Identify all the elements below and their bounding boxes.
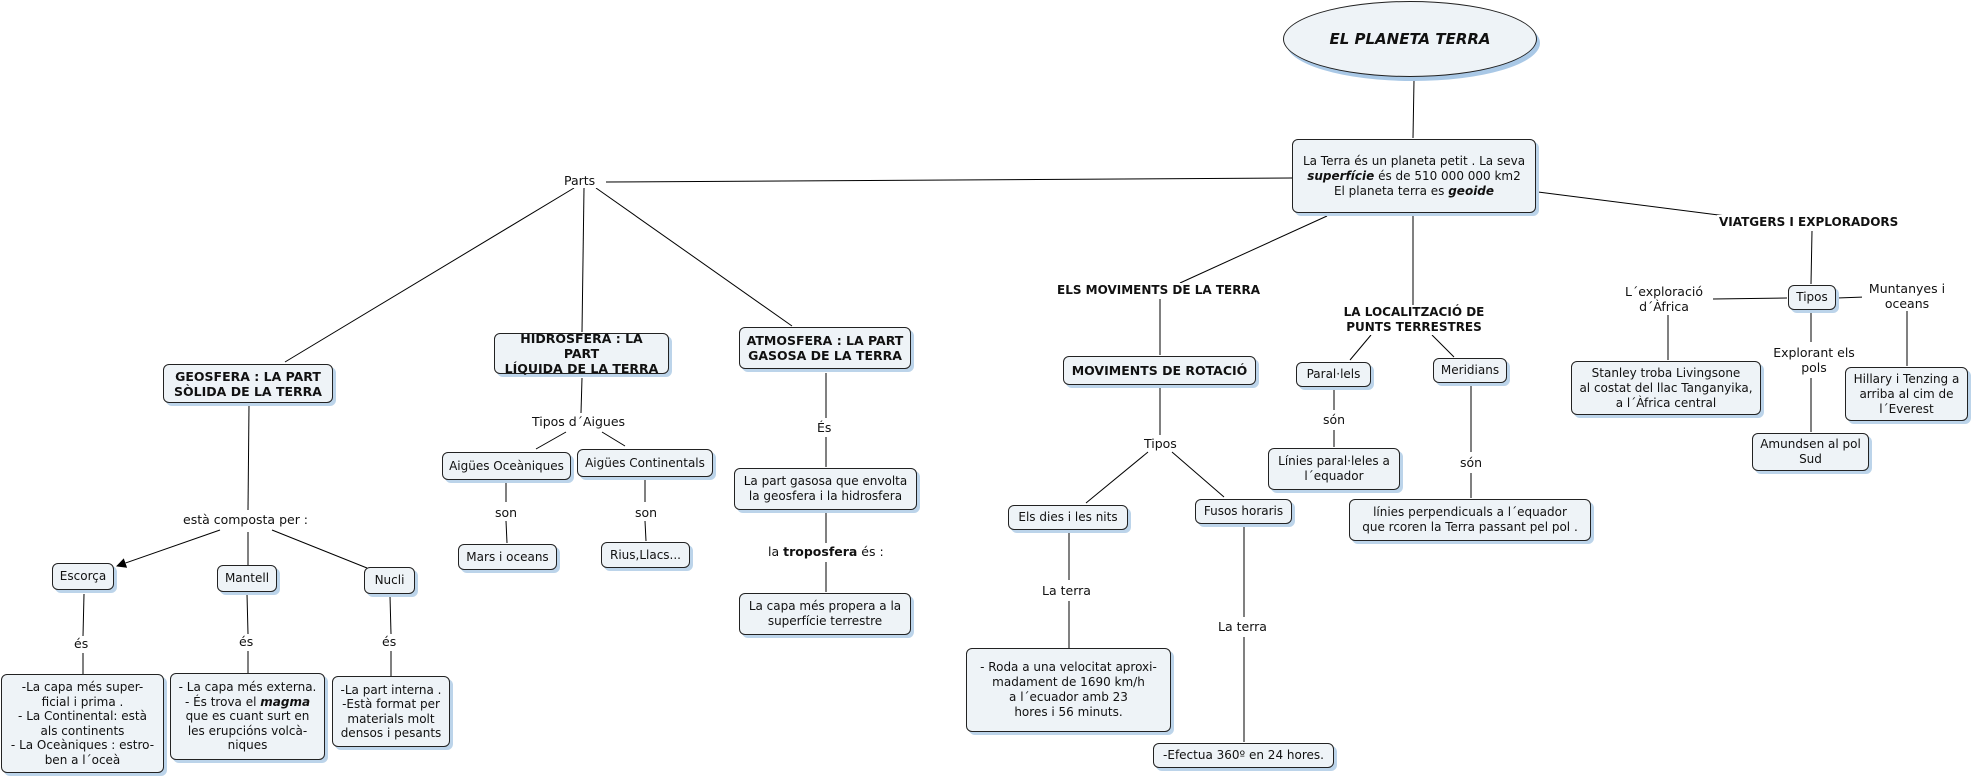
- label-viatgers: VIATGERS I EXPLORADORS: [1717, 215, 1901, 230]
- mantell-desc-magma: magma: [260, 694, 311, 709]
- node-roda[interactable]: - Roda a una velocitat aproxi- madament …: [966, 648, 1171, 732]
- node-nucli-desc[interactable]: -La part interna . -Està format per mate…: [332, 676, 450, 747]
- node-stanley[interactable]: Stanley troba Livingsone al costat del l…: [1571, 361, 1761, 415]
- node-moviments-rotacio[interactable]: MOVIMENTS DE ROTACIÓ: [1063, 356, 1256, 385]
- label-es-mantell: és: [237, 634, 256, 649]
- hub-line-1: La Terra és un planeta petit . La seva: [1302, 153, 1526, 168]
- mantell-desc-part2: que es cuant surt en les erupcións volcà…: [185, 709, 310, 753]
- node-escorca-desc[interactable]: -La capa més super- ficial i prima . - L…: [1, 674, 164, 773]
- label-exploracio-africa: L´exploració d´Àfrica: [1615, 284, 1713, 314]
- node-linies-paralleles[interactable]: Línies paral·leles a l´equador: [1268, 448, 1400, 490]
- node-geosfera[interactable]: GEOSFERA : LA PART SÒLIDA DE LA TERRA: [163, 364, 333, 403]
- hub-superficie: superfície: [1307, 168, 1375, 183]
- node-nucli[interactable]: Nucli: [364, 567, 415, 594]
- node-mantell[interactable]: Mantell: [217, 565, 277, 592]
- label-son-meridians: són: [1458, 455, 1485, 470]
- node-aigues-continentals[interactable]: Aigües Continentals: [577, 449, 713, 477]
- troposfera-post: és :: [857, 544, 884, 559]
- label-muntanyes: Muntanyes i oceans: [1862, 281, 1952, 311]
- node-dies-nits[interactable]: Els dies i les nits: [1008, 505, 1128, 530]
- label-es-escorca: és: [72, 636, 91, 651]
- node-hidrosfera[interactable]: HIDROSFERA : LA PART LÍQUIDA DE LA TERRA: [494, 331, 669, 376]
- hub-geoide: geoide: [1448, 183, 1495, 198]
- troposfera-word: troposfera: [783, 544, 858, 559]
- node-efectua[interactable]: -Efectua 360º en 24 hores.: [1153, 743, 1334, 768]
- node-part-gasosa[interactable]: La part gasosa que envolta la geosfera i…: [734, 468, 917, 510]
- node-amundsen[interactable]: Amundsen al pol Sud: [1752, 433, 1869, 471]
- label-son-continentals: son: [633, 505, 660, 520]
- label-tipos-moviments: Tipos: [1142, 436, 1179, 451]
- label-troposfera: la troposfera és :: [766, 544, 886, 559]
- troposfera-pre: la: [768, 544, 784, 559]
- node-meridians[interactable]: Meridians: [1433, 358, 1507, 383]
- hub-line-2: superfície és de 510 000 000 km2: [1303, 169, 1525, 184]
- label-la-terra-dies: La terra: [1040, 583, 1093, 598]
- hub-line-3: El planeta terra es geoide: [1303, 184, 1525, 199]
- hub-area: és de 510 000 000 km2: [1374, 168, 1521, 183]
- label-es-nucli: és: [380, 634, 399, 649]
- label-tipus-aigues: Tipos d´Aigues: [530, 414, 628, 429]
- node-fusos[interactable]: Fusos horaris: [1195, 499, 1292, 524]
- node-tipos[interactable]: Tipos: [1788, 285, 1836, 310]
- mantell-desc-part1: - La capa més externa. - És trova el: [178, 680, 317, 709]
- label-la-terra-fusos: La terra: [1216, 619, 1269, 634]
- node-linies-perpend[interactable]: línies perpendicuals a l´equador que rco…: [1349, 499, 1591, 541]
- label-localitzacio: LA LOCALITZACIÓ DE PUNTS TERRESTRES: [1334, 305, 1494, 335]
- label-es-atmosfera: És: [815, 420, 834, 435]
- node-paralels[interactable]: Paral·lels: [1296, 362, 1371, 387]
- node-escorca[interactable]: Escorça: [52, 563, 114, 590]
- node-hillary[interactable]: Hillary i Tenzing a arriba al cim de l´E…: [1845, 367, 1968, 421]
- node-aigues-oceaniques[interactable]: Aigües Oceàniques: [442, 452, 571, 480]
- label-parts: Parts: [562, 173, 598, 188]
- node-mars[interactable]: Mars i oceans: [458, 544, 557, 570]
- node-mantell-desc[interactable]: - La capa més externa. - És trova el mag…: [170, 673, 325, 760]
- label-composta: està composta per :: [181, 512, 311, 527]
- label-son-paralels: són: [1321, 412, 1348, 427]
- label-son-oceans: son: [493, 505, 520, 520]
- node-rius[interactable]: Rius,Llacs...: [601, 542, 690, 568]
- root-topic[interactable]: EL PLANETA TERRA: [1283, 1, 1537, 77]
- root-title: EL PLANETA TERRA: [1329, 30, 1491, 48]
- node-atmosfera[interactable]: ATMOSFERA : LA PART GASOSA DE LA TERRA: [739, 327, 911, 369]
- hub-geoide-pre: El planeta terra es: [1333, 183, 1449, 198]
- node-capa-propera[interactable]: La capa més propera a la superfície terr…: [739, 593, 911, 635]
- label-moviments: ELS MOVIMENTS DE LA TERRA: [1055, 283, 1263, 298]
- hub-node[interactable]: La Terra és un planeta petit . La seva s…: [1292, 139, 1536, 213]
